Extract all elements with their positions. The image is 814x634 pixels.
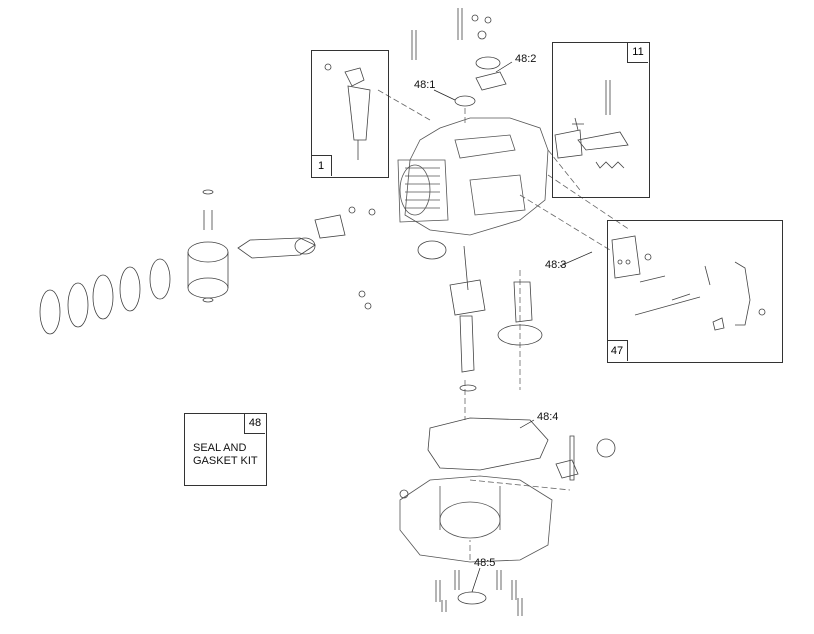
kit-number-governor: 11	[627, 42, 648, 63]
linkage-parts	[612, 236, 765, 330]
valve-cover-gasket	[476, 72, 506, 90]
piston	[188, 190, 228, 302]
kit-number-seal-gasket: 48	[244, 413, 265, 434]
kit-box-governor: 11	[552, 42, 650, 198]
callout-48-1: 48:1	[414, 79, 436, 91]
kit-number-dipstick: 1	[311, 155, 332, 176]
dipstick-assembly	[325, 64, 370, 160]
callout-48-3: 48:3	[545, 259, 567, 271]
piston-rings	[40, 259, 170, 334]
kit-number-linkage: 47	[607, 340, 628, 361]
bottom-bolts	[436, 570, 522, 616]
governor-parts	[555, 80, 628, 168]
oil-seal-top	[455, 96, 475, 106]
engine-block	[398, 118, 548, 235]
kit-box-dipstick: 1	[311, 50, 389, 178]
valve-cover-gasket-top	[476, 57, 500, 69]
callout-48-5: 48:5	[474, 557, 496, 569]
callout-48-2: 48:2	[515, 53, 537, 65]
crankshaft	[418, 241, 485, 391]
sump-gasket	[428, 418, 548, 470]
kit-title-seal-gasket: SEAL AND GASKET KIT	[193, 442, 258, 468]
oil-pump-parts	[400, 436, 615, 498]
kit-title-line-1: SEAL AND	[193, 442, 247, 454]
kit-title-line-2: GASKET KIT	[193, 455, 258, 467]
small-bolts	[359, 291, 371, 309]
kit-box-seal-gasket: 48 SEAL AND GASKET KIT	[184, 413, 267, 486]
crankcase-cover	[400, 476, 552, 562]
connecting-rod	[238, 207, 375, 258]
callout-48-4: 48:4	[537, 411, 559, 423]
camshaft	[498, 282, 542, 345]
callout-leaders	[434, 62, 592, 592]
top-bolts	[412, 8, 491, 60]
kit-box-linkage: 47	[607, 220, 783, 363]
bottom-oil-seal	[458, 592, 486, 604]
